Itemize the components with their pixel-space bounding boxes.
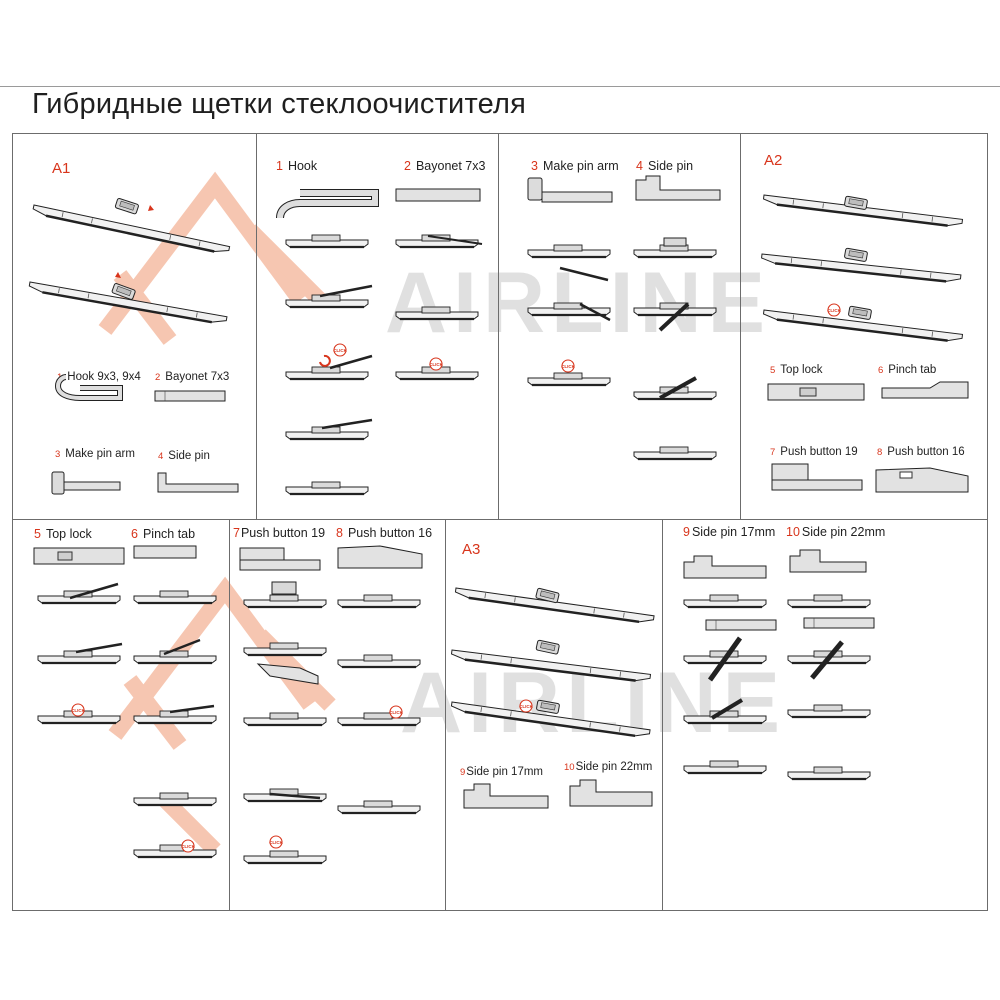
- adapter-label: 7Push button 19: [233, 526, 326, 540]
- panel-pin-side: [498, 133, 741, 520]
- panel-push-buttons: [229, 519, 446, 911]
- top-rule: [0, 86, 1000, 87]
- panel-a1: [12, 133, 257, 520]
- panel-lock-tab: [12, 519, 230, 911]
- panel-a3: [445, 519, 663, 911]
- panel-heading-a2: A2: [764, 152, 783, 169]
- adapter-label: 9Side pin 17mm: [460, 766, 544, 778]
- panel-heading-a1: A1: [52, 160, 71, 177]
- panel-hook-bayonet: [256, 133, 499, 520]
- adapter-label: 10Side pin 22mm: [564, 761, 653, 773]
- panel-a2: [740, 133, 988, 520]
- panel-heading-a3: A3: [462, 541, 481, 558]
- page-title: Гибридные щетки стеклоочистителя: [32, 88, 527, 120]
- panel-side-pins: [662, 519, 988, 911]
